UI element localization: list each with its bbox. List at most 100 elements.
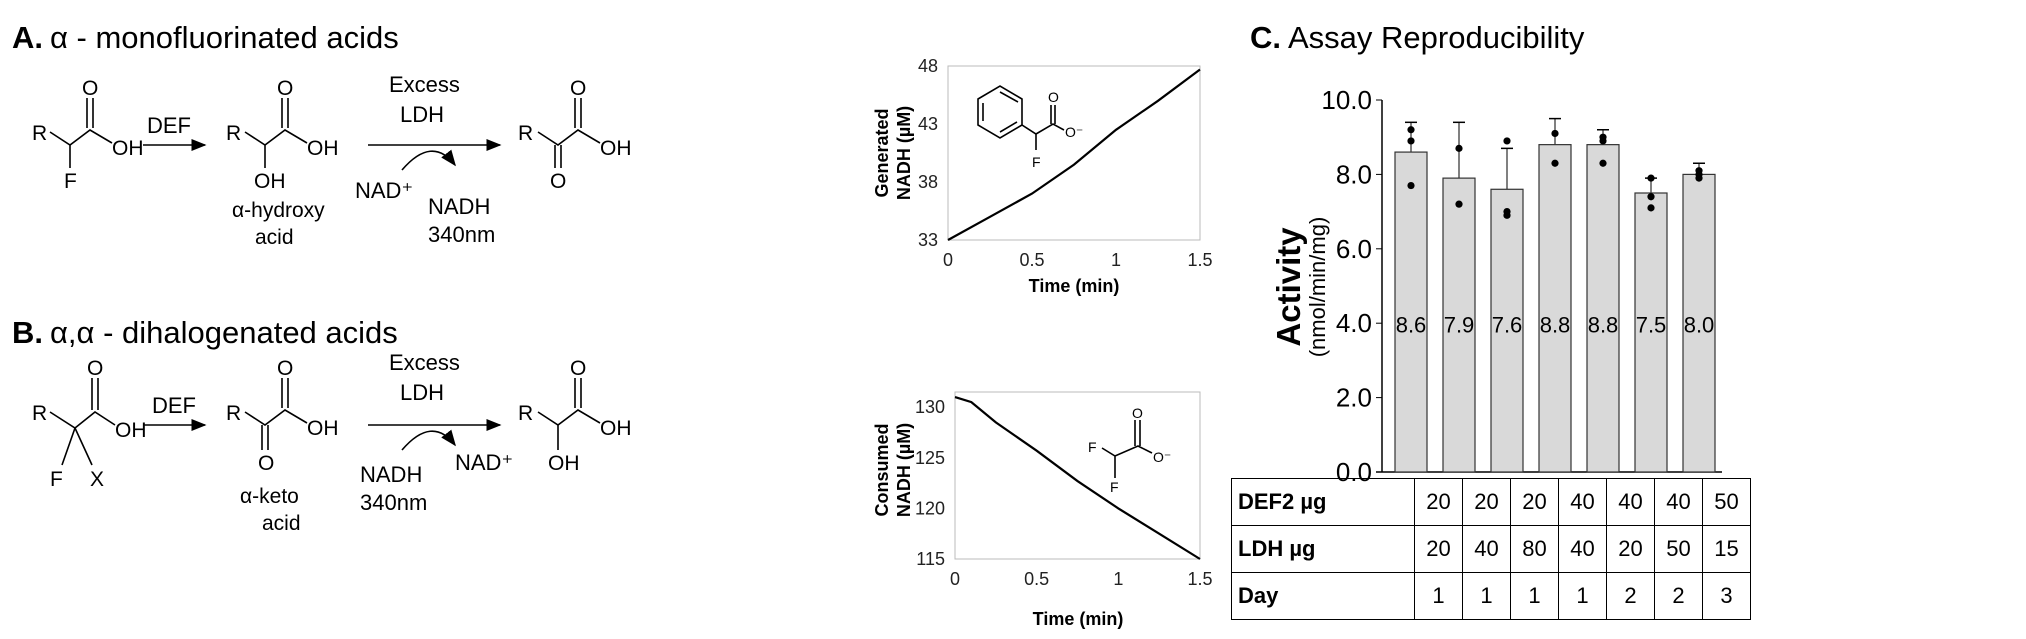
- structure-atom-label: O⁻: [1065, 124, 1083, 140]
- replicate-point: [1503, 137, 1511, 145]
- substrate-structure: R O OH F: [32, 77, 144, 193]
- replicate-point: [1647, 174, 1655, 182]
- step-label-def: DEF: [152, 393, 196, 418]
- y-tick-label: 48: [918, 56, 938, 76]
- structure-atom-label: O: [1132, 405, 1143, 421]
- intermediate-structure: R O OH OH α-hydroxy acid: [226, 77, 339, 249]
- y-tick-label: 115: [916, 549, 945, 569]
- row-header: LDH µg: [1231, 525, 1415, 573]
- y-axis-label: Generated: [872, 108, 892, 197]
- step-label-ldh: LDH: [400, 380, 444, 405]
- y-tick-label: 33: [918, 230, 938, 250]
- table-cell: 40: [1654, 478, 1703, 526]
- table-cell: 1: [1414, 572, 1463, 620]
- replicate-point: [1599, 159, 1607, 167]
- structure-atom-label: R: [518, 402, 533, 425]
- bar-value-label: 7.6: [1492, 313, 1523, 338]
- replicate-point: [1407, 181, 1415, 190]
- structure-atom-label: OH: [254, 170, 286, 193]
- table-cell: 80: [1510, 525, 1559, 573]
- data-line: [947, 68, 1201, 241]
- x-tick-label: 1.5: [1187, 569, 1212, 589]
- panel-b-title: B. α,α - dihalogenated acids: [12, 315, 398, 350]
- y-axis-label: Activity: [1270, 227, 1307, 347]
- replicate-point: [1551, 129, 1559, 138]
- x-tick-label: 0: [950, 569, 960, 589]
- table-cell: 1: [1558, 572, 1607, 620]
- y-tick-label: 120: [915, 498, 945, 518]
- structure-atom-label: X: [90, 468, 104, 491]
- replicate-point: [1647, 193, 1655, 201]
- replicate-point: [1695, 174, 1703, 182]
- structure-atom-label: R: [226, 402, 241, 425]
- structure-atom-label: OH: [307, 417, 339, 440]
- structure-atom-label: F: [1088, 439, 1097, 455]
- structure-atom-label: α-hydroxy: [232, 199, 325, 222]
- table-cell: 2: [1606, 572, 1655, 620]
- table-cell: 20: [1414, 478, 1463, 526]
- x-tick-label: 0.5: [1019, 250, 1044, 270]
- structure-atom-label: NADH: [428, 194, 490, 219]
- replicate-point: [1503, 211, 1511, 219]
- inset-structure: F O O⁻: [977, 85, 1083, 170]
- structure-atom-label: OH: [307, 137, 339, 160]
- y-axis-label: NADH (µM): [894, 423, 914, 517]
- table-cell: 20: [1510, 478, 1559, 526]
- product-structure: R O OH O: [518, 77, 632, 193]
- table-cell: 1: [1462, 572, 1511, 620]
- structure-atom-label: α-keto: [240, 485, 299, 508]
- y-tick-label: 8.0: [1336, 159, 1372, 189]
- structure-atom-label: F: [1032, 154, 1041, 170]
- structure-atom-label: O: [87, 357, 103, 380]
- y-tick-label: 125: [915, 448, 945, 468]
- table-cell: 40: [1606, 478, 1655, 526]
- table-cell: 50: [1702, 478, 1751, 526]
- structure-atom-label: O: [570, 357, 586, 380]
- replicate-point: [1407, 126, 1415, 134]
- table-cell: 1: [1510, 572, 1559, 620]
- bar-value-label: 8.6: [1396, 313, 1427, 338]
- structure-atom-label: R: [226, 122, 241, 145]
- structure-atom-label: O: [277, 357, 293, 380]
- plot-frame: [954, 391, 1201, 560]
- bar-value-label: 7.5: [1636, 313, 1667, 338]
- step-label-excess: Excess: [389, 72, 460, 97]
- replicate-point: [1455, 144, 1463, 152]
- x-axis-label: Time (min): [1029, 276, 1120, 296]
- x-tick-label: 1.5: [1187, 250, 1212, 270]
- panel-letter: A.: [12, 20, 43, 55]
- x-axis-label: Time (min): [1033, 609, 1124, 629]
- x-tick-label: 0.5: [1024, 569, 1049, 589]
- structure-atom-label: 340nm: [360, 490, 427, 515]
- table-cell: 40: [1462, 525, 1511, 573]
- replicate-point: [1407, 137, 1415, 145]
- structure-atom-label: F: [64, 170, 77, 193]
- bar: [1682, 173, 1716, 473]
- cofactor-curved-arrow: [401, 149, 456, 171]
- structure-atom-label: acid: [255, 226, 294, 249]
- y-tick-label: 4.0: [1336, 308, 1372, 338]
- bar-value-label: 7.9: [1444, 313, 1475, 338]
- inset-structure: F F O O⁻: [1088, 405, 1171, 495]
- table-cell: 20: [1414, 525, 1463, 573]
- x-tick-label: 1: [1113, 569, 1123, 589]
- substrate-structure: R O OH F X: [32, 357, 147, 491]
- cofactor-curved-arrow: [401, 429, 456, 451]
- bar-value-label: 8.0: [1684, 313, 1715, 338]
- x-tick-label: 0: [943, 250, 953, 270]
- y-tick-label: 2.0: [1336, 383, 1372, 413]
- panel-c-title: C. Assay Reproducibility: [1250, 20, 1585, 55]
- row-header: DEF2 µg: [1231, 478, 1415, 526]
- structure-atom-label: O: [258, 452, 274, 475]
- panel-title: α,α - dihalogenated acids: [50, 315, 398, 350]
- structure-atom-label: O: [550, 170, 566, 193]
- structure-atom-label: R: [518, 122, 533, 145]
- table-cell: 3: [1702, 572, 1751, 620]
- y-tick-label: 6.0: [1336, 234, 1372, 264]
